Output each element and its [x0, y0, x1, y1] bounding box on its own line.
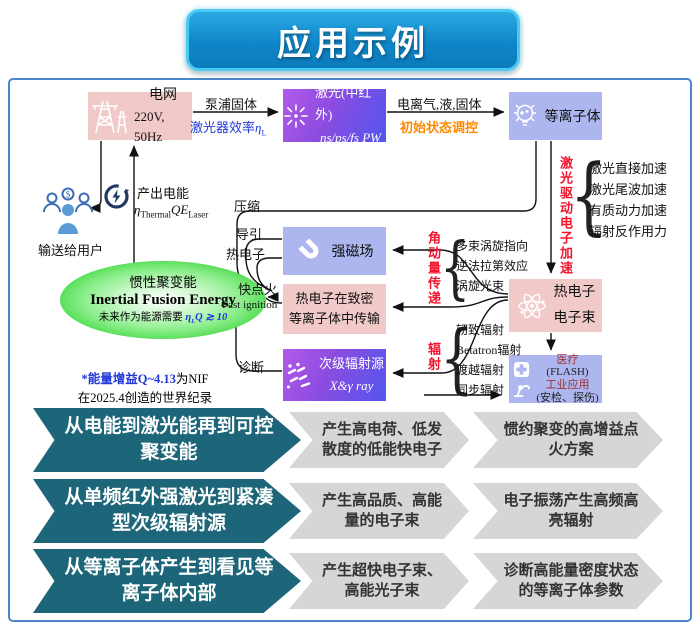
row3-step1-chevron: 产生超快电子束、高能光子束 [289, 553, 469, 609]
hot-electron-line2: 电子束 [553, 310, 596, 326]
fast-ignition-en-label: Fast ignition [222, 299, 278, 311]
apps-line1: 医疗 [556, 353, 579, 366]
hot-electron-line1: 热电子 [553, 285, 596, 301]
laser-efficiency-label: 激光器效率ηL [190, 120, 267, 138]
plasma-box: 等离子体 [509, 92, 602, 140]
diagnose-label: 诊断 [238, 360, 265, 375]
power-out-label: 产出电能 [137, 186, 190, 201]
grid-spec: 220V, 50Hz [134, 108, 165, 144]
radiation-brace: { [440, 313, 474, 402]
laser-starburst-icon [284, 103, 308, 128]
magnet-label: 强磁场 [331, 245, 374, 260]
users-group-icon: $ [43, 187, 93, 234]
ionize-label: 电离气,液,固体 [397, 97, 482, 112]
hot-electron-box: 热电子 电子束 [509, 279, 602, 332]
energy-cycle-icon [104, 184, 129, 209]
transport-line2: 等离子体中传输 [288, 311, 380, 326]
robot-arm-icon [514, 384, 531, 397]
laser-driven-acceleration-label: 激光驱动电子加速 [558, 156, 573, 276]
row1-step2-chevron: 惯约聚变的高增益点火方案 [473, 412, 663, 468]
applications-box: 医疗 (FLASH) 工业应用 (安检、探伤) [509, 353, 602, 404]
row2-lead-banner: 从单频红外强激光到紧凑型次级辐射源 [33, 479, 301, 543]
compress-label: 压缩 [234, 199, 261, 214]
title-banner: 应用示例 [186, 9, 520, 71]
svg-text:$: $ [66, 190, 71, 200]
power-out-formula: ηThermalQELaser [134, 202, 209, 220]
angular-brace: { [440, 229, 471, 308]
row1-lead-banner: 从电能到激光能再到可控聚变能 [33, 408, 301, 472]
source-line1: 次级辐射源 [318, 355, 384, 371]
atom-icon [517, 293, 546, 318]
magnet-box: 强磁场 [283, 227, 386, 275]
transport-line1: 热电子在致密 [295, 290, 374, 306]
guide-label: 导引 [236, 227, 263, 242]
transport-box: 热电子在致密 等离子体中传输 [283, 284, 386, 334]
fusion-line1: 惯性聚变能 [129, 274, 197, 290]
laser-line1: 激光(中红外) [315, 85, 372, 123]
fusion-energy-ellipse: 惯性聚变能 Inertial Fusion Energy 未来作为能源需要 ηL… [60, 261, 266, 339]
laser-line2: ns/ps/fs PW [319, 129, 382, 145]
fusion-requirement: 未来作为能源需要 ηLQ ≳ 10 [98, 311, 228, 325]
laser-box: 激光(中红外) ns/ps/fs PW [283, 85, 386, 145]
row3-step2-chevron: 诊断高能量密度状态的等离子体参数 [473, 553, 663, 609]
radiation-source-box: 次级辐射源 X&γ ray [283, 349, 386, 401]
source-line2: X&γ ray [329, 378, 374, 393]
transmission-tower-icon [92, 100, 127, 134]
row3-lead-banner: 从等离子体产生到看见等离子体内部 [33, 549, 301, 613]
fusion-line2: Inertial Fusion Energy [90, 292, 236, 309]
row2-step2-chevron: 电子振荡产生高频高亮辐射 [473, 483, 663, 539]
nif-note: *能量增益Q~4.13为NIF 在2025.4创造的世界纪录 [77, 372, 213, 406]
row2-step1-chevron: 产生高品质、高能量的电子束 [289, 483, 469, 539]
apps-line3: 工业应用 [545, 379, 590, 391]
power-grid-box: 电网 220V, 50Hz [88, 88, 192, 144]
page-title: 应用示例 [277, 24, 429, 63]
angular-momentum-label: 角动量传递 [426, 231, 441, 306]
radiation-label: 辐射 [426, 342, 441, 372]
particle-rays-icon [286, 362, 311, 389]
row1-step1-chevron: 产生高电荷、低发散度的低能快电子 [289, 412, 469, 468]
accel-brace: { [570, 146, 608, 244]
grid-label: 电网 [149, 88, 177, 104]
apps-line4: (安检、探伤) [536, 391, 599, 404]
pump-label: 泵浦固体 [205, 97, 258, 112]
light-bulb-icon [513, 104, 536, 126]
medical-cross-icon [514, 361, 530, 377]
users-label: 输送给用户 [38, 243, 104, 258]
plasma-label: 等离子体 [544, 110, 601, 125]
hot-electron-edge-label: 热电子 [226, 247, 266, 262]
apps-line2: (FLASH) [546, 366, 589, 379]
fast-ignition-cn-label: 快点火 [238, 282, 278, 297]
accel-items: 激光直接加速激光尾波加速 有质动力加速辐射反作用力 [589, 161, 668, 239]
initial-state-label: 初始状态调控 [400, 120, 479, 135]
magnet-icon [297, 238, 318, 259]
angular-items: 多束涡旋指向逆法拉第效应涡旋光束 [456, 239, 529, 293]
